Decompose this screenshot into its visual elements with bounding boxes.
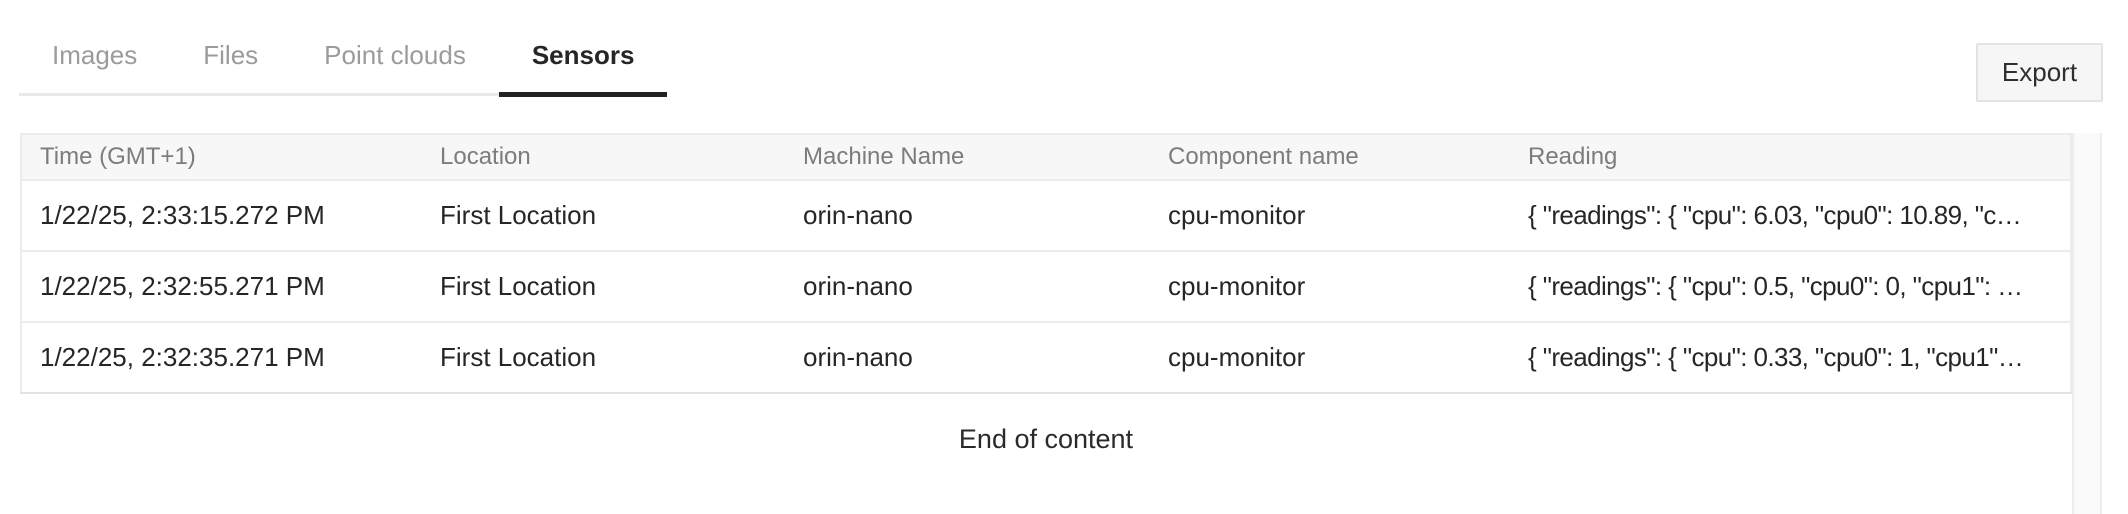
column-header-location: Location <box>422 134 785 181</box>
tab-point-clouds[interactable]: Point clouds <box>324 40 466 70</box>
column-header-component-name: Component name <box>1150 134 1510 181</box>
table-header: Time (GMT+1) Location Machine Name Compo… <box>21 134 2071 181</box>
tab-files[interactable]: Files <box>203 40 259 70</box>
cell-location: First Location <box>422 180 785 251</box>
cell-reading: { "readings": { "cpu": 6.03, "cpu0": 10.… <box>1510 180 2071 251</box>
cell-reading: { "readings": { "cpu": 0.5, "cpu0": 0, "… <box>1510 250 2071 322</box>
cell-component-name: cpu-monitor <box>1150 250 1510 322</box>
table-row: 1/22/25, 2:33:15.272 PM First Location o… <box>21 180 2071 251</box>
cell-machine-name: orin-nano <box>785 250 1150 322</box>
column-header-time: Time (GMT+1) <box>21 134 422 181</box>
cell-reading: { "readings": { "cpu": 0.33, "cpu0": 1, … <box>1510 321 2071 393</box>
cell-location: First Location <box>422 321 785 393</box>
cell-time: 1/22/25, 2:32:55.271 PM <box>21 250 422 322</box>
tab-sensors[interactable]: Sensors <box>498 26 668 97</box>
cell-component-name: cpu-monitor <box>1150 180 1510 251</box>
cell-location: First Location <box>422 250 785 322</box>
cell-time: 1/22/25, 2:32:35.271 PM <box>21 321 422 393</box>
column-header-machine-name: Machine Name <box>785 134 1150 181</box>
export-button[interactable]: Export <box>1976 43 2103 102</box>
column-header-reading: Reading <box>1510 134 2071 181</box>
tab-images[interactable]: Images <box>52 40 138 70</box>
sensor-table-wrap: Time (GMT+1) Location Machine Name Compo… <box>20 133 2072 514</box>
sensor-data-panel: Time (GMT+1) Location Machine Name Compo… <box>20 133 2102 514</box>
end-of-content-message: End of content <box>958 424 1134 454</box>
tab-bar: Images Files Point clouds Sensors <box>19 26 668 97</box>
cell-time: 1/22/25, 2:33:15.272 PM <box>21 180 422 251</box>
cell-component-name: cpu-monitor <box>1150 321 1510 393</box>
table-row: 1/22/25, 2:32:55.271 PM First Location o… <box>21 250 2071 322</box>
table-row: 1/22/25, 2:32:35.271 PM First Location o… <box>21 321 2071 393</box>
cell-machine-name: orin-nano <box>785 180 1150 251</box>
cell-machine-name: orin-nano <box>785 321 1150 393</box>
scrollbar-track[interactable] <box>2072 133 2102 514</box>
sensor-data-table: Time (GMT+1) Location Machine Name Compo… <box>20 133 2072 394</box>
